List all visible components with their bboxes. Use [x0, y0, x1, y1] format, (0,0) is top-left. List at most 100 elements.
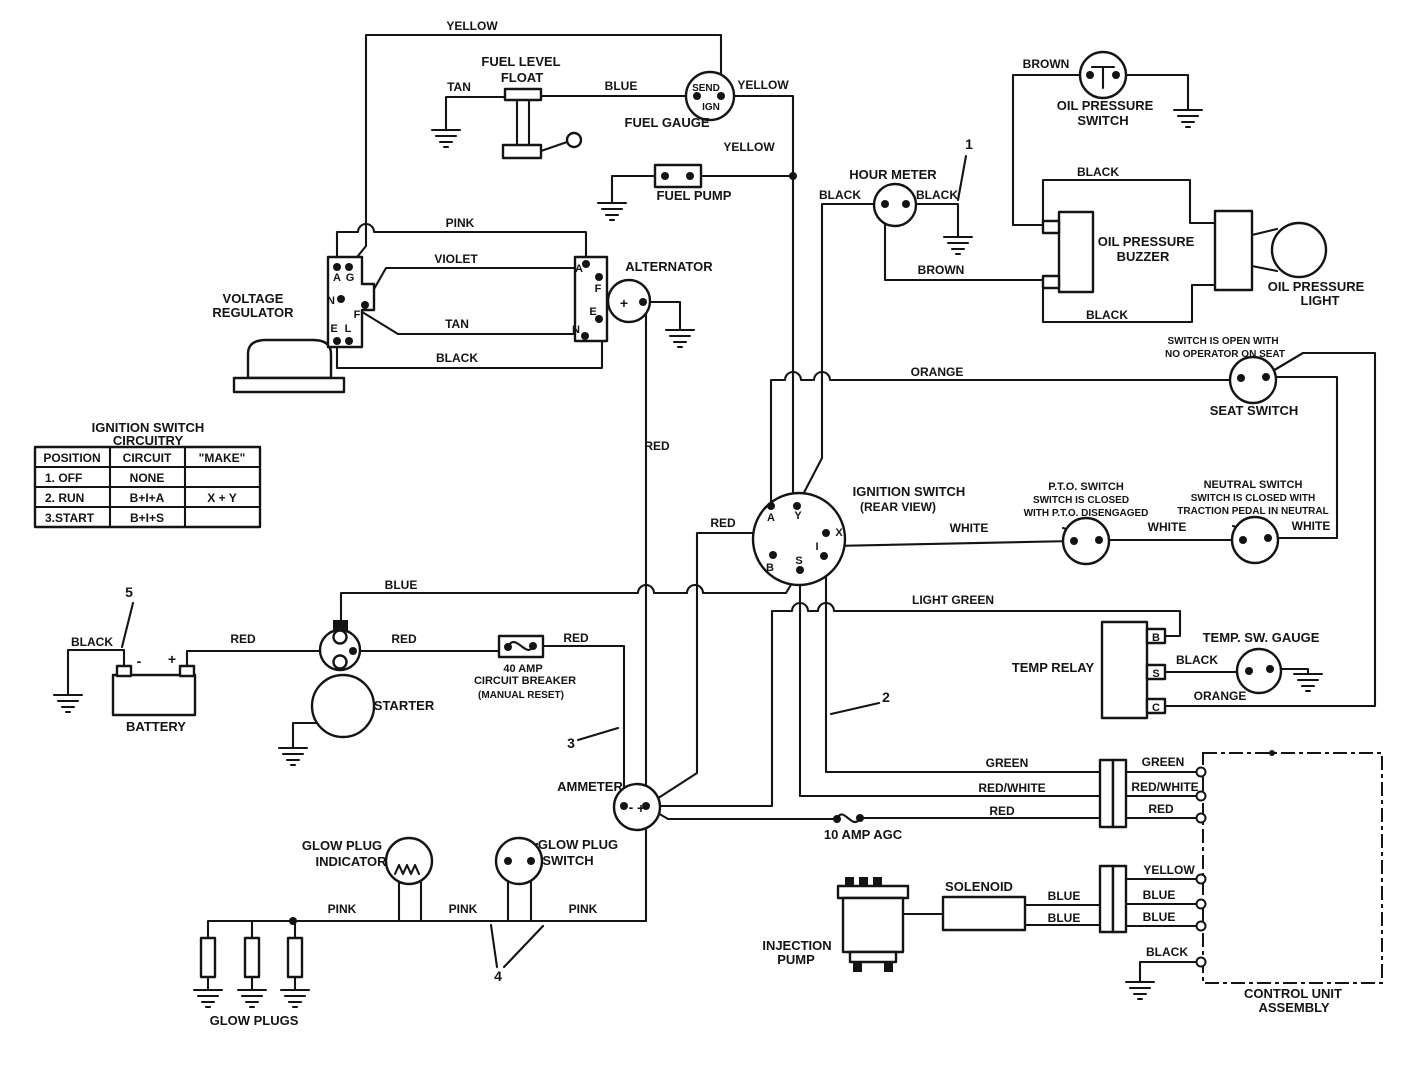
label-vreg-2: REGULATOR [212, 305, 294, 320]
label-blue-cu-1: BLUE [1143, 888, 1176, 902]
label-relay-b: B [1152, 632, 1160, 644]
label-gauge-ign: IGN [702, 102, 720, 113]
label-conn-l-f: F [354, 309, 361, 321]
labels: YELLOW TAN FUEL LEVEL FLOAT BLUE SEND IG… [71, 19, 1365, 1028]
label-starter: STARTER [374, 698, 435, 713]
glow-plug-indicator [384, 836, 434, 886]
callout-5-line [120, 601, 135, 649]
label-black-hm-left: BLACK [819, 188, 861, 202]
label-injection-1: INJECTION [762, 938, 831, 953]
alternator-connector [573, 255, 609, 343]
label-temp-relay: TEMP RELAY [1012, 660, 1095, 675]
label-ignition-1: IGNITION SWITCH [853, 484, 966, 499]
label-term-b: B [766, 562, 774, 574]
label-red-right: RED [1148, 802, 1174, 816]
wire-black-buzzer-top [1041, 178, 1217, 229]
callout-3: 3 [567, 735, 575, 751]
label-white-3: WHITE [1292, 519, 1331, 533]
wire-blue-starter [339, 568, 802, 623]
battery [111, 664, 197, 717]
table-header-circuit: CIRCUIT [123, 451, 172, 465]
label-conn-r-a: A [575, 263, 583, 275]
circuit-breaker [497, 634, 545, 659]
label-tan-mid: TAN [445, 317, 469, 331]
label-term-a: A [767, 512, 775, 524]
label-white-1: WHITE [950, 521, 989, 535]
injection-pump [836, 877, 910, 972]
wire-fuel-pump-gnd [610, 174, 667, 205]
label-red-breaker: RED [563, 631, 589, 645]
label-seat-note-2: NO OPERATOR ON SEAT [1165, 349, 1285, 360]
label-yellow-cu: YELLOW [1143, 863, 1195, 877]
label-buzzer-1: OIL PRESSURE [1098, 234, 1195, 249]
table-header-position: POSITION [43, 451, 100, 465]
label-conn-l-a: A [333, 272, 341, 284]
wire-black-cu [1138, 960, 1199, 984]
label-black-buzzer-top: BLACK [1077, 165, 1119, 179]
label-injection-2: PUMP [777, 952, 815, 967]
label-term-s: S [795, 555, 802, 567]
label-breaker-2: CIRCUIT BREAKER [474, 675, 576, 687]
wire-redwhite-s [798, 568, 1104, 798]
table-cell: 3.START [45, 511, 95, 525]
label-light-green: LIGHT GREEN [912, 593, 994, 607]
label-ops-1: OIL PRESSURE [1057, 98, 1154, 113]
label-fuel-pump: FUEL PUMP [657, 188, 732, 203]
table-title-line1: IGNITION SWITCH [92, 420, 205, 435]
label-violet: VIOLET [434, 252, 478, 266]
alternator [606, 278, 652, 324]
regulator-connector [326, 255, 376, 349]
label-neutral-3: TRACTION PEDAL IN NEUTRAL [1177, 506, 1328, 517]
label-brown-ops: BROWN [1023, 57, 1070, 71]
wire-green-i [824, 554, 1104, 774]
callout-5: 5 [125, 584, 133, 600]
label-conn-l-e: E [330, 323, 337, 335]
callout-1-line [956, 154, 968, 202]
wire-light-green [644, 602, 1182, 808]
label-redwhite-left: RED/WHITE [978, 781, 1045, 795]
pto-switch [1061, 516, 1111, 566]
label-yellow-pump: YELLOW [723, 140, 775, 154]
starter [310, 620, 376, 739]
table-cell: NONE [130, 471, 165, 485]
label-ammeter-minus: - [629, 799, 634, 815]
wire-yellow-loop [364, 33, 723, 248]
label-blue-sol-2: BLUE [1048, 911, 1081, 925]
wire-starter-gnd [291, 721, 319, 750]
harness-connector-upper [1098, 758, 1128, 829]
table-cell: B+I+A [130, 491, 165, 505]
label-battery: BATTERY [126, 719, 186, 734]
label-white-2: WHITE [1148, 520, 1187, 534]
wire-tan-fuel [444, 95, 507, 132]
label-term-x: X [835, 527, 843, 539]
callout-2-line [829, 701, 881, 716]
wire-black-buzzer-bottom [1041, 280, 1217, 324]
label-black-buzzer-bottom: BLACK [1086, 308, 1128, 322]
junction-dots [289, 172, 797, 925]
label-glow-sw-1: GLOW PLUG [538, 837, 618, 852]
wire-red-breaker [541, 644, 626, 808]
table-cell: B+I+S [130, 511, 164, 525]
fuel-level-float [501, 87, 583, 160]
ignition-circuitry-table: IGNITION SWITCH CIRCUITRY POSITION CIRCU… [33, 420, 262, 529]
fuel-gauge [684, 70, 736, 122]
label-glow-ind-2: INDICATOR [315, 854, 387, 869]
label-pink-top: PINK [446, 216, 475, 230]
wire-red-battery [185, 649, 501, 668]
callout-3-line [576, 726, 620, 742]
label-blue-cu-2: BLUE [1143, 910, 1176, 924]
label-black-reg: BLACK [436, 351, 478, 365]
label-hour-meter: HOUR METER [849, 167, 937, 182]
wire-brown-opswitch [1011, 73, 1092, 227]
label-seat-note-1: SWITCH IS OPEN WITH [1167, 336, 1278, 347]
wire-alt-gnd [641, 300, 682, 332]
temp-relay [1100, 620, 1167, 720]
wire-blue-solenoid [1023, 903, 1102, 927]
label-pink-3: PINK [569, 902, 598, 916]
label-breaker-3: (MANUAL RESET) [478, 690, 564, 701]
label-battery-minus: - [137, 653, 142, 669]
label-relay-s: S [1152, 668, 1159, 680]
label-temp-gauge: TEMP. SW. GAUGE [1203, 630, 1320, 645]
fuel-pump [653, 163, 703, 189]
label-light-1: OIL PRESSURE [1268, 279, 1365, 294]
